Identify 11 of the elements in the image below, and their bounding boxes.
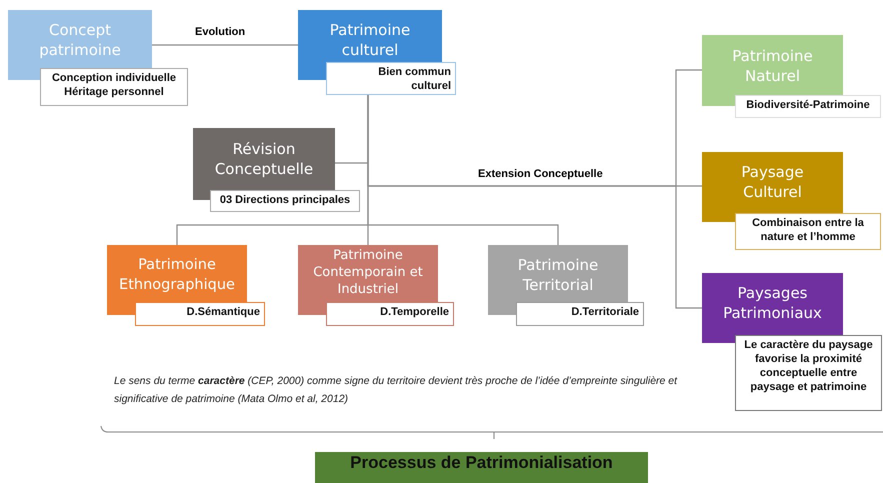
note-box: D.Territoriale [516, 302, 644, 326]
note-box: Biodiversité-Patrimoine [735, 95, 881, 118]
process-box: Processus de Patrimonialisation [315, 452, 648, 483]
note-box: Conception individuelle Héritage personnel [40, 68, 188, 106]
note-box: Bien commun culturel [326, 62, 456, 95]
note-box: D.Sémantique [135, 302, 265, 326]
note-text: Le sens du terme caractère (CEP, 2000) comme signe du territoire devient très proche de l’idée d’empreinte singulière et significative de patrimoine (Mata Olmo et al, 2012) [114, 374, 678, 407]
note-box: D.Temporelle [326, 302, 454, 326]
connector-line [367, 95, 702, 309]
connector-line [152, 44, 298, 46]
note-box: 03 Directions principales [210, 190, 360, 212]
